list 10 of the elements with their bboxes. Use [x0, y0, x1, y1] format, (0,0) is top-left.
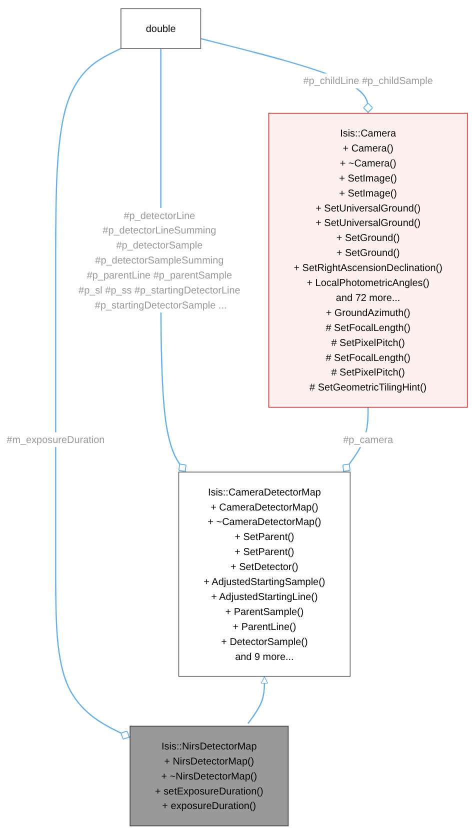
edge-label: #m_exposureDuration: [6, 434, 105, 446]
edge-label: #p_childLine #p_childSample: [303, 75, 433, 87]
connector: [55, 48, 130, 740]
edge-label: #p_camera: [343, 434, 394, 446]
node-box: [120, 8, 202, 50]
edge-label: #p_detectorLine #p_detectorLineSumming #p_detectorSample #p_detectorSampleSumming #p_parentLine #p_parentSample #p_sl #p_ss #p_startingDetectorLine #p_startingDetectorSample ...: [78, 210, 240, 312]
arrow: [247, 676, 268, 724]
node-box: [130, 726, 289, 827]
node-box: [268, 113, 468, 408]
node-box: [178, 472, 351, 678]
